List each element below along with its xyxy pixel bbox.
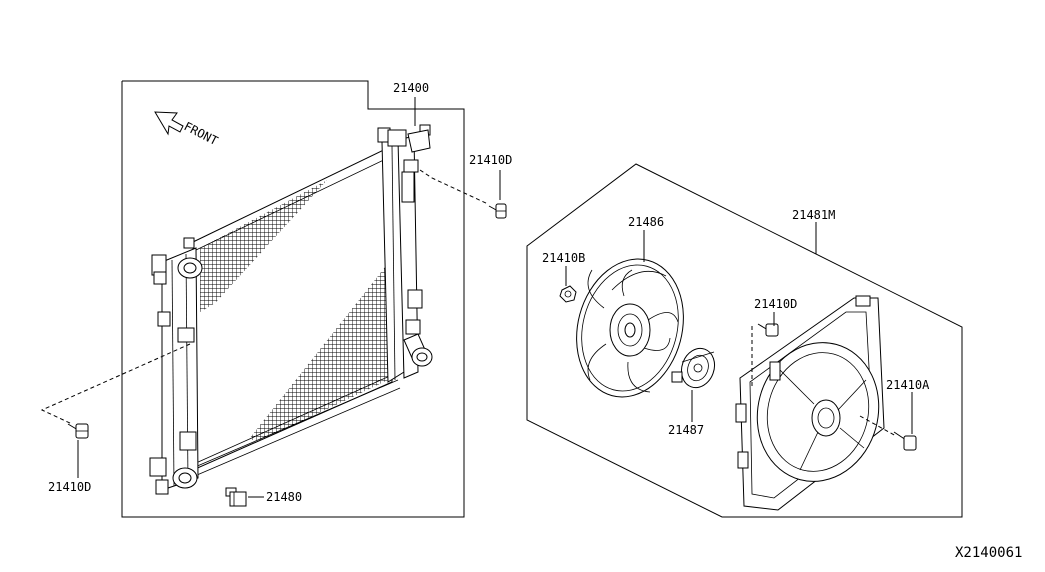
callout-nut: 21410B xyxy=(542,251,585,265)
callout-fan: 21486 xyxy=(628,215,664,229)
fan-motor xyxy=(671,347,716,389)
bolt-lower-left xyxy=(67,423,89,439)
nut xyxy=(559,285,577,303)
callout-bolt-shroud-right: 21410A xyxy=(886,378,930,392)
fan-group-frame xyxy=(526,163,963,518)
callout-bolt-lower-left: 21410D xyxy=(48,480,91,494)
fan-shroud xyxy=(735,295,885,511)
callout-bolt-shroud-top: 21410D xyxy=(754,297,797,311)
callout-radiator: 21400 xyxy=(393,81,429,95)
front-label: FRONT xyxy=(182,119,221,148)
front-direction-arrow-icon xyxy=(154,111,184,136)
callout-bolt-upper-right: 21410D xyxy=(469,153,512,167)
drawing-code: X2140061 xyxy=(955,545,1022,561)
callout-fan-shroud-assembly: 21481M xyxy=(792,208,835,222)
bolt-shroud-right xyxy=(893,431,917,451)
callout-drain-plug: 21480 xyxy=(266,490,302,504)
radiator-core-mesh xyxy=(200,180,327,312)
fan xyxy=(576,258,684,398)
bolt-upper-right xyxy=(488,203,507,219)
bolt-shroud-top xyxy=(757,323,779,337)
drain-plug xyxy=(225,487,247,507)
callout-motor: 21487 xyxy=(668,423,704,437)
radiator xyxy=(149,124,433,495)
radiator-group-frame xyxy=(121,80,465,518)
